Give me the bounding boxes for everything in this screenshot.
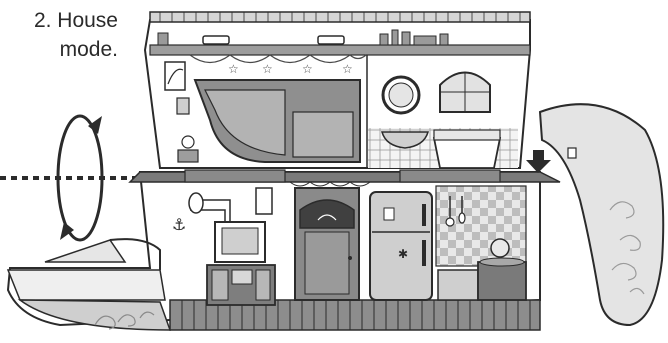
oval-mirror	[189, 193, 203, 213]
side-cover-piece	[540, 104, 663, 325]
refrigerator: ✱	[370, 192, 432, 300]
starfish-icon: ✱	[398, 247, 408, 261]
svg-text:☆: ☆	[302, 62, 313, 76]
bathtub	[434, 138, 500, 168]
svg-text:☆: ☆	[262, 62, 273, 76]
kettle	[491, 239, 509, 257]
down-arrow-icon	[526, 150, 551, 173]
svg-text:☆: ☆	[342, 62, 353, 76]
front-door	[295, 188, 359, 300]
svg-text:☆: ☆	[228, 62, 239, 76]
small-frame	[177, 98, 189, 114]
seahorse-icon	[256, 188, 272, 214]
anchor-icon: ⚓	[172, 215, 186, 234]
stove	[478, 262, 526, 300]
clock-icon	[182, 136, 194, 148]
kitchen	[436, 186, 526, 300]
dolphin-icon	[165, 62, 185, 90]
side-table	[178, 150, 198, 162]
